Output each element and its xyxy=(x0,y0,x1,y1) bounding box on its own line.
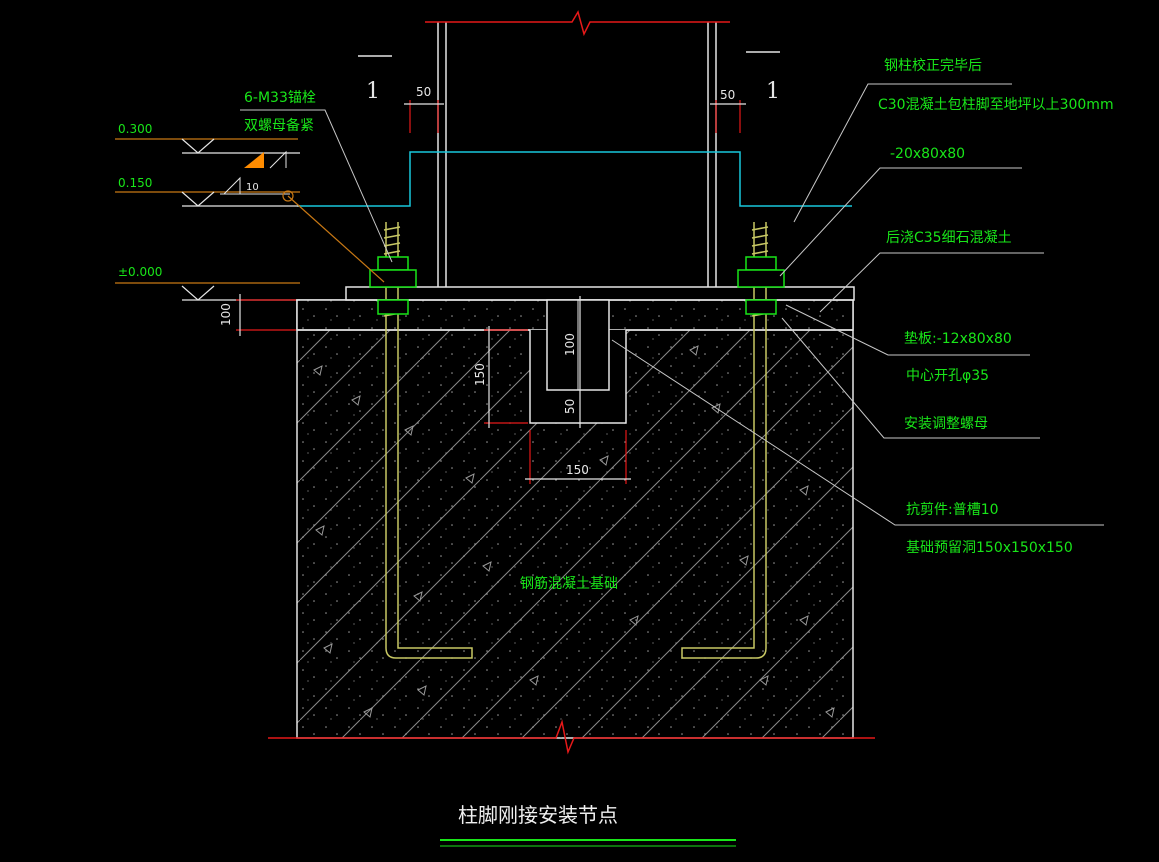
label-shear-key: 抗剪件:普槽10 xyxy=(906,502,999,518)
flange-dim-left xyxy=(404,100,444,133)
column-break-line xyxy=(425,10,730,37)
label-adjust-nut: 安装调整螺母 xyxy=(904,416,988,432)
ground-break-line xyxy=(268,719,875,755)
flange-dim-right xyxy=(710,100,746,133)
section-mark-left-label: 1 xyxy=(366,79,380,104)
weld-size-label: 10 xyxy=(246,182,259,193)
aggregate-marks xyxy=(313,345,835,718)
label-c30-wrap: C30混凝土包柱脚至地坪以上300mm xyxy=(878,97,1114,113)
pocket-lower-label: 50 xyxy=(563,399,577,414)
base-dim xyxy=(236,294,296,336)
section-mark-right: 1 xyxy=(746,51,780,104)
c30-wrap-outline xyxy=(297,151,852,207)
label-column-corrected: 钢柱校正完毕后 xyxy=(884,57,982,74)
label-center-hole: 中心开孔φ35 xyxy=(906,368,989,384)
label-double-nuts: 双螺母备紧 xyxy=(244,117,314,134)
steel-column xyxy=(437,22,717,287)
elevation-0000: ±0.000 xyxy=(118,265,162,279)
pocket-depth-label: 150 xyxy=(473,363,487,386)
flange-dim-right-label: 50 xyxy=(720,88,735,102)
elevation-0150: 0.150 xyxy=(118,176,152,190)
nuts-left xyxy=(369,256,417,315)
pocket-dims xyxy=(484,296,631,484)
weld-symbols xyxy=(220,150,385,283)
drawing-title: 柱脚刚接安装节点 xyxy=(458,803,618,827)
label-plate-20: -20x80x80 xyxy=(890,146,965,162)
label-anchor-bolts: 6-M33锚栓 xyxy=(244,90,316,106)
pocket-upper-label: 100 xyxy=(563,333,577,356)
flange-dim-left-label: 50 xyxy=(416,85,431,99)
foundation-pocket xyxy=(529,299,627,424)
base-plate xyxy=(345,286,855,301)
section-mark-left: 1 xyxy=(358,55,392,104)
nuts-right xyxy=(737,256,785,315)
pocket-width-label: 150 xyxy=(566,463,589,477)
label-shim-plate: 垫板:-12x80x80 xyxy=(904,331,1012,347)
section-mark-right-label: 1 xyxy=(766,79,780,104)
base-dim-label: 100 xyxy=(219,303,233,326)
label-pocket-hole: 基础预留洞150x150x150 xyxy=(906,539,1073,556)
elevation-0300: 0.300 xyxy=(118,122,152,136)
leader-lines xyxy=(240,83,1104,526)
label-foundation: 钢筋混凝土基础 xyxy=(520,575,618,592)
label-grout-c35: 后浇C35细石混凝土 xyxy=(886,230,1012,246)
